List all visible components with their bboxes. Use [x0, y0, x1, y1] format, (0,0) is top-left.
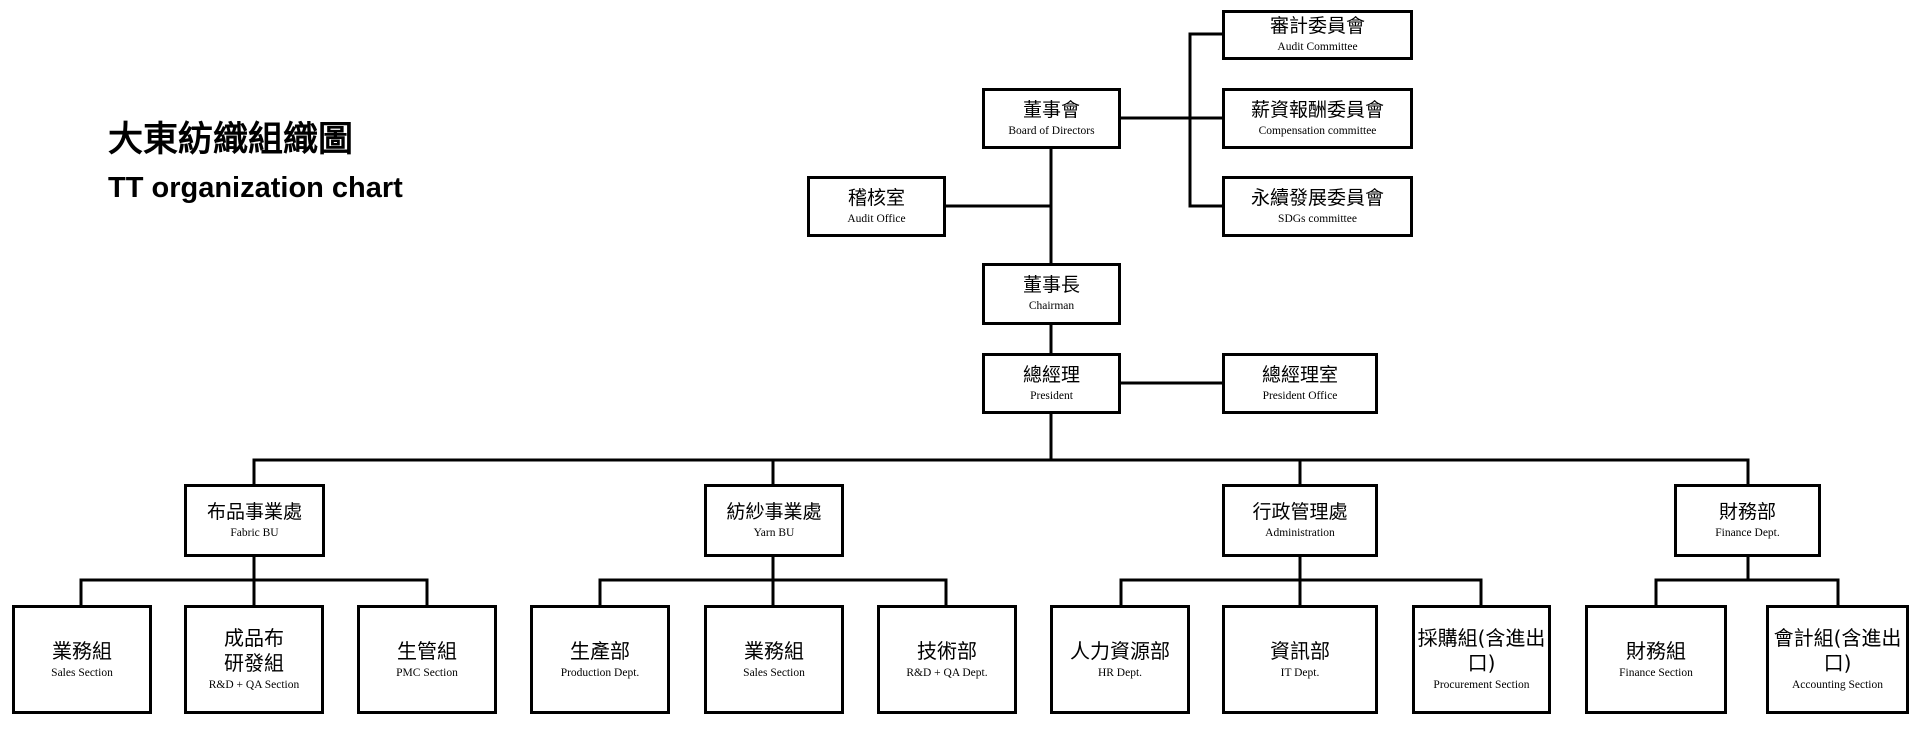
- yarn-bu-box: 紡紗事業處 Yarn BU: [704, 484, 844, 557]
- president-en: President: [1030, 389, 1073, 402]
- president-office-box: 總經理室 President Office: [1222, 353, 1378, 414]
- audit-committee-box: 審計委員會 Audit Committee: [1222, 10, 1413, 60]
- audit-office-box: 稽核室 Audit Office: [807, 176, 946, 237]
- president-office-en: President Office: [1262, 389, 1338, 402]
- yarn-bu-zh: 紡紗事業處: [726, 500, 822, 523]
- yarn-sales-section-zh: 業務組: [744, 638, 804, 663]
- procurement-section-en: Procurement Section: [1433, 679, 1530, 691]
- hr-dept-zh: 人力資源部: [1070, 638, 1170, 663]
- fabric-bu-en: Fabric BU: [230, 526, 279, 539]
- yarn-tech-dept-zh: 技術部: [917, 638, 977, 663]
- administration-zh: 行政管理處: [1252, 500, 1348, 523]
- fabric-rnd-section-zh: 成品布 研發組: [224, 626, 284, 675]
- board-of-directors-zh: 董事會: [1022, 98, 1080, 121]
- president-office-zh: 總經理室: [1261, 363, 1338, 386]
- fabric-pmc-section-box: 生管組 PMC Section: [357, 605, 497, 714]
- fabric-rnd-section-box: 成品布 研發組 R&D + QA Section: [184, 605, 324, 714]
- chairman-en: Chairman: [1028, 300, 1075, 312]
- finance-dept-en: Finance Dept.: [1715, 526, 1780, 539]
- sdgs-committee-zh: 永續發展委員會: [1250, 186, 1384, 209]
- fabric-sales-section-zh: 業務組: [52, 638, 112, 663]
- yarn-sales-section-box: 業務組 Sales Section: [704, 605, 844, 714]
- yarn-tech-dept-box: 技術部 R&D + QA Dept.: [877, 605, 1017, 714]
- audit-committee-zh: 審計委員會: [1269, 15, 1365, 37]
- audit-office-zh: 稽核室: [847, 186, 905, 209]
- finance-section-en: Finance Section: [1619, 666, 1693, 679]
- board-of-directors-box: 董事會 Board of Directors: [982, 88, 1121, 149]
- it-dept-zh: 資訊部: [1270, 638, 1330, 663]
- it-dept-box: 資訊部 IT Dept.: [1222, 605, 1378, 714]
- yarn-production-dept-zh: 生產部: [570, 638, 630, 663]
- finance-section-zh: 財務組: [1626, 638, 1686, 663]
- accounting-section-en: Accounting Section: [1791, 679, 1884, 691]
- administration-en: Administration: [1265, 526, 1335, 539]
- finance-dept-box: 財務部 Finance Dept.: [1674, 484, 1821, 557]
- yarn-production-dept-en: Production Dept.: [560, 666, 640, 679]
- audit-office-en: Audit Office: [847, 212, 906, 225]
- chart-title-chinese: 大東紡織組織圖: [108, 120, 354, 160]
- fabric-pmc-section-en: PMC Section: [396, 666, 458, 679]
- chart-title-block: 大東紡織組織圖 TT organization chart: [108, 118, 403, 208]
- chairman-box: 董事長 Chairman: [982, 263, 1121, 325]
- fabric-bu-box: 布品事業處 Fabric BU: [184, 484, 325, 557]
- compensation-committee-zh: 薪資報酬委員會: [1250, 98, 1384, 121]
- fabric-pmc-section-zh: 生管組: [397, 638, 457, 663]
- president-box: 總經理 President: [982, 353, 1121, 414]
- fabric-rnd-section-en: R&D + QA Section: [208, 679, 300, 691]
- accounting-section-box: 會計組(含進出口) Accounting Section: [1766, 605, 1909, 714]
- procurement-section-zh: 採購組(含進出口): [1417, 626, 1546, 675]
- hr-dept-box: 人力資源部 HR Dept.: [1050, 605, 1190, 714]
- yarn-tech-dept-en: R&D + QA Dept.: [906, 666, 988, 679]
- fabric-bu-zh: 布品事業處: [206, 500, 302, 523]
- chairman-zh: 董事長: [1022, 274, 1080, 296]
- finance-dept-zh: 財務部: [1718, 500, 1776, 523]
- sdgs-committee-en: SDGs committee: [1278, 212, 1357, 225]
- board-of-directors-en: Board of Directors: [1008, 124, 1095, 137]
- procurement-section-box: 採購組(含進出口) Procurement Section: [1412, 605, 1551, 714]
- yarn-bu-en: Yarn BU: [753, 526, 795, 539]
- compensation-committee-en: Compensation committee: [1258, 124, 1377, 137]
- yarn-production-dept-box: 生產部 Production Dept.: [530, 605, 670, 714]
- hr-dept-en: HR Dept.: [1097, 666, 1143, 679]
- chart-title-english: TT organization chart: [108, 172, 403, 204]
- compensation-committee-box: 薪資報酬委員會 Compensation committee: [1222, 88, 1413, 149]
- president-zh: 總經理: [1022, 363, 1080, 386]
- yarn-sales-section-en: Sales Section: [743, 666, 805, 679]
- fabric-sales-section-en: Sales Section: [51, 666, 113, 679]
- it-dept-en: IT Dept.: [1280, 666, 1320, 679]
- administration-box: 行政管理處 Administration: [1222, 484, 1378, 557]
- sdgs-committee-box: 永續發展委員會 SDGs committee: [1222, 176, 1413, 237]
- fabric-sales-section-box: 業務組 Sales Section: [12, 605, 152, 714]
- audit-committee-en: Audit Committee: [1277, 41, 1358, 53]
- finance-section-box: 財務組 Finance Section: [1585, 605, 1727, 714]
- accounting-section-zh: 會計組(含進出口): [1773, 626, 1902, 675]
